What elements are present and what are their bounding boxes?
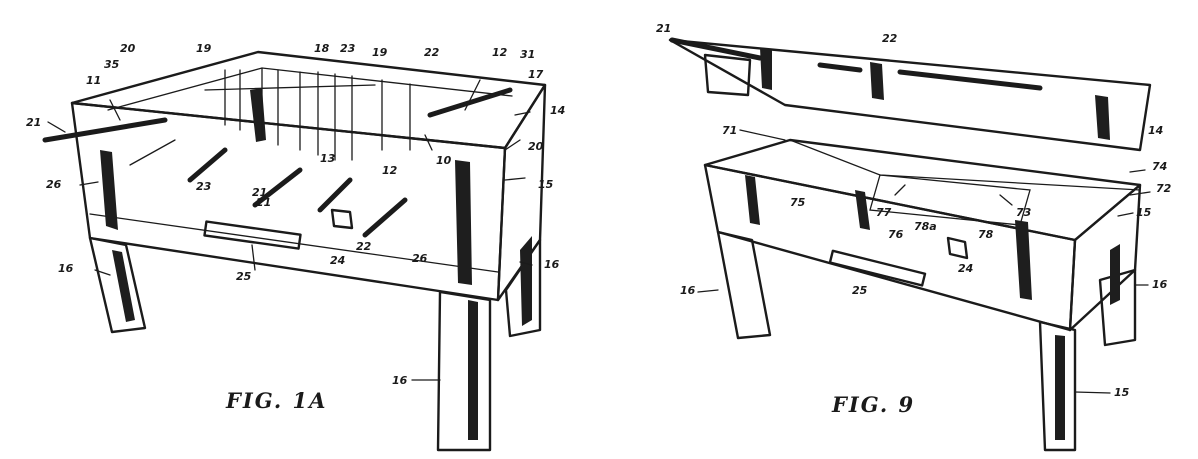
ref-label: 17 (528, 68, 544, 81)
ref-label: 15 (1136, 206, 1152, 219)
ref-label: 18 (314, 42, 330, 55)
rod (362, 197, 408, 238)
cabinet-right-side (1068, 183, 1142, 332)
ref-label: 26 (46, 178, 62, 191)
rod (252, 167, 303, 208)
ref-label: 13 (320, 152, 336, 165)
ref-label: 26 (412, 252, 428, 265)
ref-label: 16 (680, 284, 696, 297)
ref-label: 31 (520, 48, 536, 61)
ref-label: 75 (790, 196, 806, 209)
front-right-leg-9 (1038, 320, 1077, 452)
ref-label: 20 (120, 42, 136, 55)
goal-slot-25-9 (828, 249, 927, 287)
ref-label: 78 (978, 228, 994, 241)
apron-line (89, 213, 499, 273)
ref-label: 23 (340, 42, 356, 55)
ref-label: 77 (876, 206, 892, 219)
ref-label: 71 (722, 124, 738, 137)
ref-label: 15 (538, 178, 554, 191)
front-left-leg-9 (716, 230, 772, 340)
ref-label: 22 (882, 32, 898, 45)
ref-label: 12 (492, 46, 508, 59)
ref-label: 19 (372, 46, 388, 59)
ref-label: 16 (58, 262, 74, 275)
rod (317, 177, 353, 213)
lid-end-panel (703, 53, 752, 97)
goal-slot-25 (203, 220, 302, 250)
front-left-leg (88, 236, 147, 334)
ref-label: 72 (1156, 182, 1172, 195)
ref-label: 24 (330, 254, 346, 267)
ref-label: 21 (26, 116, 42, 129)
ref-label: 22 (356, 240, 372, 253)
ref-label: 11 (86, 74, 102, 87)
ref-label: 12 (382, 164, 398, 177)
ref-label: 10 (436, 154, 452, 167)
rod (427, 87, 513, 118)
leader-lines (47, 79, 533, 381)
ref-label: 15 (1114, 386, 1130, 399)
ref-label: 78a (914, 220, 937, 233)
rear-right-leg-9 (1098, 268, 1137, 347)
ref-label: 20 (528, 140, 544, 153)
player-figures (204, 67, 411, 161)
ref-label: 24 (958, 262, 974, 275)
rod (187, 147, 228, 183)
lifted-lid (668, 38, 1152, 152)
ref-label: 19 (196, 42, 212, 55)
rod (129, 139, 176, 166)
lid-rod (897, 69, 1043, 91)
ref-label: 14 (550, 104, 566, 117)
ref-label: 76 (888, 228, 904, 241)
ref-label: 14 (1148, 124, 1164, 137)
ref-label: 21 (656, 22, 672, 35)
lid-rod (817, 62, 863, 73)
ref-label: 21 (256, 196, 272, 209)
ref-label: 16 (544, 258, 560, 271)
ref-label: 73 (1016, 206, 1032, 219)
leader-lines-9 (697, 129, 1151, 394)
front-right-leg (436, 290, 492, 452)
figure-1a-caption: FIG. 1A (226, 388, 328, 413)
rod (42, 117, 168, 143)
ball-return-24 (330, 208, 354, 230)
ref-label: 22 (424, 46, 440, 59)
ref-label: 16 (1152, 278, 1168, 291)
lid-rod (669, 37, 763, 61)
ref-label: 23 (196, 180, 212, 193)
ref-label: 16 (392, 374, 408, 387)
ref-label: 74 (1152, 160, 1168, 173)
figure-9-caption: FIG. 9 (832, 392, 916, 417)
ball-return-24-9 (946, 236, 969, 260)
ref-label: 25 (236, 270, 252, 283)
ref-label: 21 (252, 186, 268, 199)
ref-label: 25 (852, 284, 868, 297)
ref-label: 35 (104, 58, 120, 71)
